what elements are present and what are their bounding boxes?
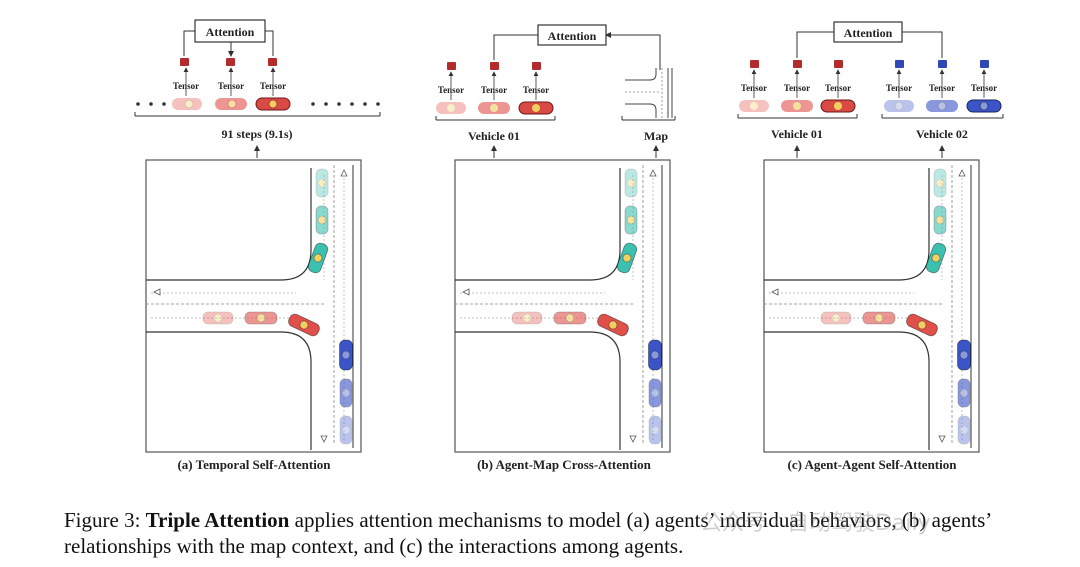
group-bracket (134, 112, 381, 117)
vehicle-icon (648, 415, 662, 445)
panel-a-subcaption: (a) Temporal Self-Attention (177, 457, 331, 472)
map-thumbnail (625, 68, 673, 118)
tensor-icon (793, 60, 802, 68)
vehicle-icon (339, 415, 353, 445)
vehicle-icon (862, 311, 896, 325)
figure-caption: Figure 3: Triple Attention applies atten… (64, 507, 1064, 559)
panel-a-attention-box: Attention (194, 19, 266, 43)
vehicle-icon (820, 311, 852, 325)
vehicle-icon (957, 339, 971, 371)
tensor-icon (268, 58, 277, 66)
vehicle-icon (244, 311, 278, 325)
vehicle-icon (739, 100, 769, 112)
tensor-icon (980, 60, 989, 68)
group-label: Vehicle 01 (771, 127, 823, 141)
tensor-icon (226, 58, 235, 66)
scene-frame (145, 159, 362, 453)
panel-a: Attention Tensor Tensor Tensor 91 (134, 19, 381, 158)
group-label: 91 steps (9.1s) (222, 127, 293, 141)
panel-b-attention-box: Attention (537, 24, 607, 46)
vehicle-icon (926, 100, 958, 112)
vehicle-icon (255, 97, 291, 111)
panel-a-scene (145, 159, 362, 453)
vehicle-icon (616, 242, 638, 274)
group-bracket (621, 116, 676, 121)
panel-a-attention-label: Attention (206, 25, 255, 39)
group-bracket (435, 116, 556, 121)
group-label: Vehicle 01 (468, 129, 520, 143)
vehicle-icon (957, 415, 971, 445)
vehicle-icon (597, 313, 629, 337)
panel-c-attention-label: Attention (844, 26, 893, 40)
vehicle-icon (624, 168, 638, 198)
tensor-icon (532, 62, 541, 70)
panel-b-subcaption: (b) Agent-Map Cross-Attention (477, 457, 652, 472)
panel-b: Attention Tensor Tensor Tensor (435, 24, 676, 158)
vehicle-icon (339, 378, 353, 408)
panel-c: Attention Tensor Tensor Tensor Tensor Te… (737, 21, 1004, 158)
tensor-icon (834, 60, 843, 68)
vehicle-icon (648, 339, 662, 371)
tensor-icon (750, 60, 759, 68)
vehicle-icon (648, 378, 662, 408)
vehicle-icon (315, 168, 329, 198)
panel-b-attention-label: Attention (548, 29, 597, 43)
scene-frame (454, 159, 671, 453)
panel-c-subcaption: (c) Agent-Agent Self-Attention (788, 457, 958, 472)
vehicle-icon (624, 205, 638, 235)
vehicle-icon (820, 99, 856, 113)
vehicle-icon (906, 313, 938, 337)
vehicle-icon (339, 339, 353, 371)
vehicle-icon (518, 101, 554, 115)
tensor-icon (895, 60, 904, 68)
vehicle-icon (307, 242, 329, 274)
vehicle-icon (781, 100, 813, 112)
caption-rest: applies attention mechanisms to model (a… (64, 508, 991, 558)
vehicle-icon (933, 205, 947, 235)
vehicle-icon (202, 311, 234, 325)
vehicle-icon (553, 311, 587, 325)
vehicle-icon (966, 99, 1002, 113)
scene-frame (763, 159, 980, 453)
tensor-icon (447, 62, 456, 70)
tensor-icon (938, 60, 947, 68)
vehicle-icon (884, 100, 914, 112)
caption-prefix: Figure 3: (64, 508, 146, 532)
group-label: Map (644, 129, 668, 143)
vehicle-icon (436, 102, 466, 114)
group-bracket (881, 114, 1004, 119)
figure-3: Attention Tensor Tensor Tensor 91 (134, 19, 1004, 472)
vehicle-icon (957, 378, 971, 408)
vehicle-icon (478, 102, 510, 114)
tensor-icon (180, 58, 189, 66)
group-bracket (737, 114, 858, 119)
panel-c-scene (763, 159, 980, 453)
vehicle-icon (511, 311, 543, 325)
vehicle-icon (172, 98, 202, 110)
panel-c-attention-box: Attention (833, 21, 903, 43)
vehicle-icon (215, 98, 247, 110)
tensor-icon (490, 62, 499, 70)
vehicle-icon (288, 313, 320, 337)
vehicle-icon (933, 168, 947, 198)
caption-bold: Triple Attention (145, 508, 290, 532)
group-label: Vehicle 02 (916, 127, 968, 141)
vehicle-icon (315, 205, 329, 235)
ellipsis-dots (136, 102, 380, 106)
vehicle-icon (925, 242, 947, 274)
panel-b-scene (454, 159, 671, 453)
